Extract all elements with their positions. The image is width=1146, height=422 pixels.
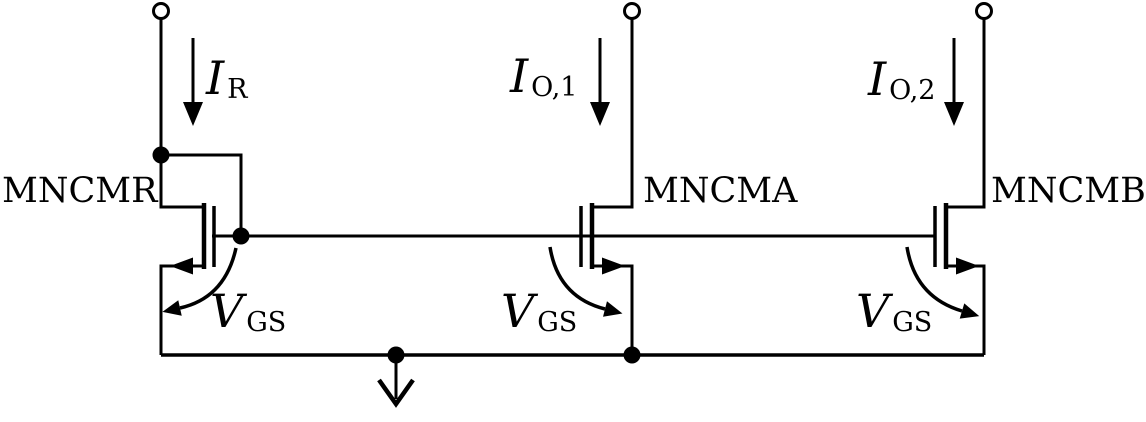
current-ir-symbol: I bbox=[206, 51, 225, 105]
wire-source-mncma bbox=[592, 264, 634, 355]
vgs-mncmb-subscript: GS bbox=[892, 307, 933, 338]
mncmb-source-arrow-icon bbox=[956, 257, 979, 275]
current-io1-subscript: O,1 bbox=[531, 72, 578, 103]
junction-dot-source-mncma bbox=[623, 346, 641, 364]
current-arrowhead-ir-icon bbox=[183, 102, 203, 126]
label-transistor-mncmr: MNCMR bbox=[2, 171, 158, 211]
vgs-mncmb-symbol: V bbox=[856, 284, 890, 338]
vgs-mncma-symbol: V bbox=[501, 284, 535, 338]
vgs-mncma-subscript: GS bbox=[537, 307, 578, 338]
junction-dot-gate-drain bbox=[152, 146, 170, 164]
wire-drain-mncmr bbox=[159, 18, 203, 209]
wire-source-mncmr bbox=[159, 264, 203, 355]
current-io1-symbol: I bbox=[510, 49, 529, 103]
wire-drain-mncmb bbox=[946, 18, 986, 209]
vgs-mncmr-symbol: V bbox=[210, 284, 244, 338]
current-arrowhead-io1-icon bbox=[590, 102, 610, 126]
label-transistor-mncmb: MNCMB bbox=[991, 171, 1146, 211]
terminal-node-right bbox=[975, 2, 993, 20]
wire-source-mncmb bbox=[946, 264, 986, 355]
current-io2-subscript: O,2 bbox=[889, 75, 936, 106]
vgs-arc-mncmb bbox=[905, 246, 980, 319]
label-transistor-mncma: MNCMA bbox=[643, 171, 798, 211]
vgs-arc-mncmr bbox=[162, 247, 238, 316]
terminal-node-middle bbox=[623, 2, 641, 20]
wire-drain-mncma bbox=[592, 18, 634, 209]
vgs-arc-mncma bbox=[548, 246, 623, 317]
current-ir-subscript: R bbox=[227, 74, 248, 105]
current-io2-symbol: I bbox=[868, 52, 887, 106]
terminal-node-left bbox=[152, 2, 170, 20]
mncmr-source-arrow-icon bbox=[170, 257, 193, 275]
wire-gate-drain-tie-mncmr bbox=[161, 153, 243, 236]
mncma-source-arrow-icon bbox=[602, 257, 625, 275]
junction-dot-ground bbox=[387, 346, 405, 364]
current-arrowhead-io2-icon bbox=[944, 102, 964, 126]
ground-arrow-icon bbox=[377, 378, 415, 408]
vgs-mncmr-subscript: GS bbox=[246, 307, 287, 338]
junction-dot-gate-bus bbox=[232, 227, 250, 245]
